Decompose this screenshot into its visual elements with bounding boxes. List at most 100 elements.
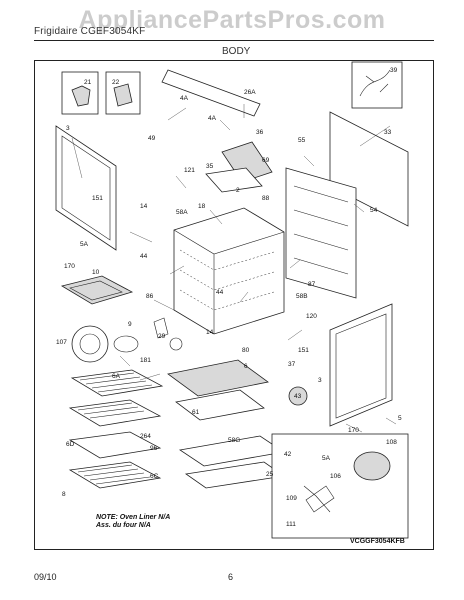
part-label: 88 — [262, 195, 270, 202]
part-label: 22 — [112, 79, 120, 86]
part-label: 4A — [180, 95, 189, 102]
diagram-frame — [34, 60, 434, 550]
leader-lines — [71, 104, 397, 433]
part-label: 106 — [330, 473, 341, 480]
part-label: 80 — [242, 347, 250, 354]
part-label: 58B — [296, 293, 308, 300]
part-label: 3 — [66, 125, 70, 132]
part-label: 36 — [256, 129, 264, 136]
part-label: 35 — [206, 163, 214, 170]
part-8-rack — [68, 461, 162, 489]
part-6-bottom-panel — [167, 359, 269, 397]
footer-page-number: 6 — [228, 572, 234, 582]
part-label: 6 — [244, 363, 248, 370]
part-box-39 — [351, 61, 403, 109]
part-label: 14 — [206, 329, 214, 336]
part-3-side-panel-right — [329, 303, 393, 427]
part-label: 5 — [398, 415, 402, 422]
part-label: 55 — [298, 137, 306, 144]
header-divider — [34, 40, 434, 41]
part-label: 6D — [66, 441, 75, 448]
part-label: 58A — [176, 209, 188, 216]
part-label: 5A — [322, 455, 331, 462]
footer-date: 09/10 — [34, 572, 57, 582]
part-33-rear-panel — [329, 111, 409, 227]
part-6A-rack-wires — [79, 372, 153, 393]
oven-body-edges — [173, 229, 285, 334]
back-wall-ribs — [293, 185, 349, 275]
section-title: BODY — [222, 46, 251, 57]
part-label: 33 — [384, 129, 392, 136]
part-label: 109 — [286, 495, 297, 502]
part-label: 26A — [244, 89, 256, 96]
part-label: 170 — [348, 427, 359, 434]
part-108-motor — [353, 451, 391, 481]
model-title: Frigidaire CGEF3054KF — [34, 26, 146, 37]
part-3-panel-inner — [61, 135, 111, 241]
part-label: 121 — [184, 167, 195, 174]
part-label: 25 — [266, 471, 274, 478]
part-label: 69 — [262, 157, 270, 164]
part-label: 43 — [294, 393, 302, 400]
part-181-ring — [113, 335, 139, 353]
part-label: 120 — [306, 313, 317, 320]
part-26A-brace — [161, 69, 261, 117]
part-6C-rack — [68, 431, 162, 459]
part-label: 86 — [146, 293, 154, 300]
diagram-code: VCGGF3054KFB — [350, 538, 405, 545]
part-label: 5A — [80, 241, 89, 248]
part-8-rack-wires — [77, 464, 151, 485]
part-label: 49 — [148, 135, 156, 142]
part-box-108 — [271, 433, 409, 539]
part-label: 264 — [140, 433, 151, 440]
part-label: 108 — [386, 439, 397, 446]
part-label: 37 — [288, 361, 296, 368]
part-label: 29 — [158, 333, 166, 340]
part-label: 21 — [84, 79, 92, 86]
part-label: 18 — [198, 203, 206, 210]
part-label: 3 — [318, 377, 322, 384]
part-back-wall — [285, 167, 357, 299]
part-label: 151 — [92, 195, 103, 202]
oven-body-frame — [173, 207, 285, 335]
part-3-side-panel-left — [55, 125, 117, 251]
part-3-right-inner — [335, 313, 387, 419]
part-14-grommet — [169, 337, 183, 351]
part-22-bracket — [113, 83, 133, 107]
part-6D-rack-wires — [77, 402, 145, 419]
part-39-harness — [359, 69, 391, 97]
part-label: 151 — [298, 347, 309, 354]
part-label: 87 — [308, 281, 316, 288]
part-61-shield — [175, 389, 265, 421]
part-label: 44 — [140, 253, 148, 260]
part-10-pan — [60, 275, 134, 305]
part-6A-rack — [70, 369, 164, 397]
oven-liner-dashes — [179, 249, 275, 311]
part-label: 54 — [370, 207, 378, 214]
part-label: 2 — [236, 187, 240, 194]
part-label: 61 — [192, 409, 200, 416]
part-label: 170 — [64, 263, 75, 270]
part-43-knob — [288, 386, 308, 406]
oven-liner-note-line1: NOTE: Oven Liner N/A — [96, 514, 171, 521]
part-label: 44 — [216, 289, 224, 296]
part-label: 42 — [284, 451, 292, 458]
part-109-fan-blade — [303, 485, 335, 513]
part-label: 58G — [228, 437, 240, 444]
watermark-text: AppliancePartsPros.com — [78, 6, 386, 34]
part-label: 6C — [150, 473, 159, 480]
part-label: 96 — [150, 445, 158, 452]
part-label: 8 — [62, 491, 66, 498]
part-10-pan-grid — [69, 280, 123, 301]
part-label: 9 — [128, 321, 132, 328]
part-label: 39 — [390, 67, 398, 74]
part-label: 107 — [56, 339, 67, 346]
part-label: 181 — [140, 357, 151, 364]
part-35-cover — [205, 167, 263, 193]
part-label: 10 — [92, 269, 100, 276]
oven-liner-note-line2: Ass. du four N/A — [96, 522, 151, 529]
part-6D-rack — [68, 399, 162, 427]
part-label: 6A — [112, 373, 121, 380]
part-label: 4A — [208, 115, 217, 122]
